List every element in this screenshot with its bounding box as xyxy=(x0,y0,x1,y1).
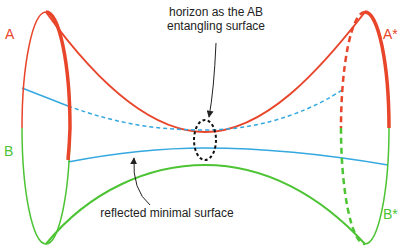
leader-arrow xyxy=(209,43,216,117)
ellipse-arc xyxy=(22,128,46,244)
region-a-boundary xyxy=(46,12,70,160)
green-curve xyxy=(46,165,365,244)
region-label: B xyxy=(4,143,18,160)
horizon-ellipse xyxy=(194,120,216,160)
blue-curve xyxy=(22,88,68,106)
ellipse-back-arc xyxy=(341,12,365,128)
leader-arrow xyxy=(134,158,150,205)
callout-text: horizon as the AB entangling surface xyxy=(150,5,282,34)
ellipse-arc xyxy=(365,128,389,244)
ellipse-arc xyxy=(22,12,46,128)
region-label: B* xyxy=(383,206,405,223)
minimal-surface-curve xyxy=(68,148,388,165)
region-label: A* xyxy=(383,26,405,43)
ellipse-arc xyxy=(46,128,70,244)
ellipse-back-arc xyxy=(341,128,365,244)
blue-dashed-curve xyxy=(68,90,342,130)
callout-text: reflected minimal surface xyxy=(92,206,242,220)
region-label: A xyxy=(5,26,19,43)
